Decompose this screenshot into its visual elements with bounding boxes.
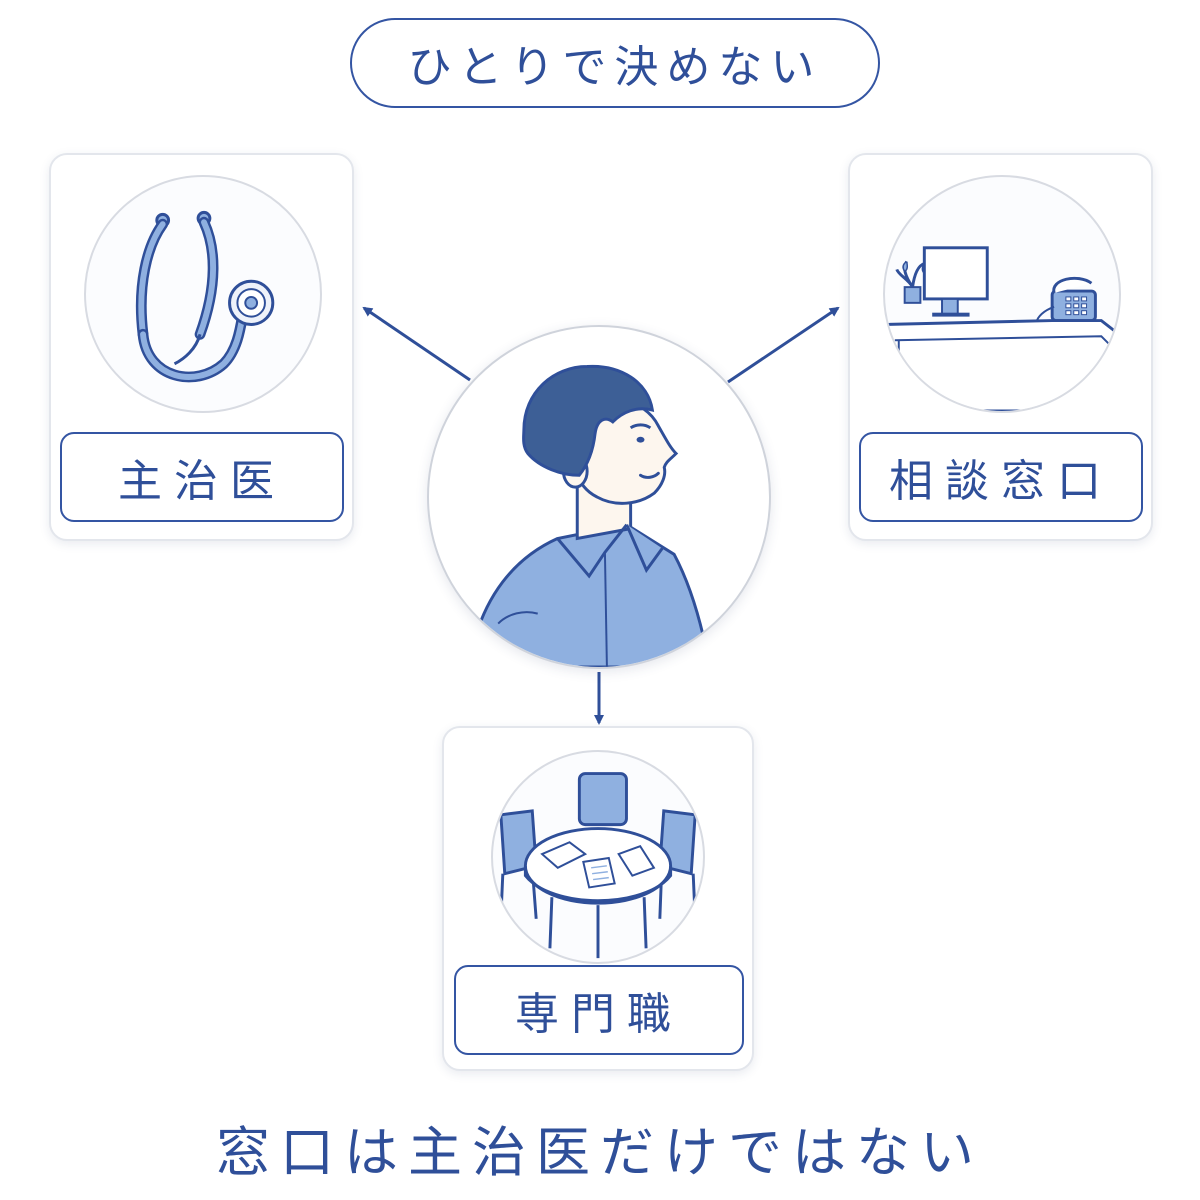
bottom-caption: 窓口は主治医だけではない (216, 1121, 984, 1184)
arrow-to-consult (727, 306, 840, 384)
title-pill: ひとりで決めない (350, 18, 880, 108)
card-consult[interactable]: 相談窓口 (848, 153, 1153, 541)
stethoscope-icon (135, 210, 275, 383)
page-title: ひとりで決めない (407, 42, 823, 93)
consult-illustration-circle (883, 175, 1121, 413)
label-consult-text: 相談窓口 (889, 456, 1113, 507)
label-specialist: 専門職 (454, 965, 744, 1055)
meeting-table-icon (499, 772, 697, 959)
label-consult: 相談窓口 (859, 432, 1143, 522)
doctor-illustration-circle (84, 175, 322, 413)
reception-desk-icon (885, 246, 1119, 411)
arrow-to-doctor (362, 306, 471, 382)
person-icon (467, 365, 712, 667)
card-specialist[interactable]: 専門職 (442, 726, 754, 1071)
label-doctor-text: 主治医 (118, 456, 286, 507)
label-doctor: 主治医 (60, 432, 344, 522)
specialist-illustration-circle (491, 750, 705, 964)
label-specialist-text: 専門職 (515, 989, 683, 1040)
card-doctor[interactable]: 主治医 (49, 153, 354, 541)
center-person-circle (427, 325, 771, 669)
